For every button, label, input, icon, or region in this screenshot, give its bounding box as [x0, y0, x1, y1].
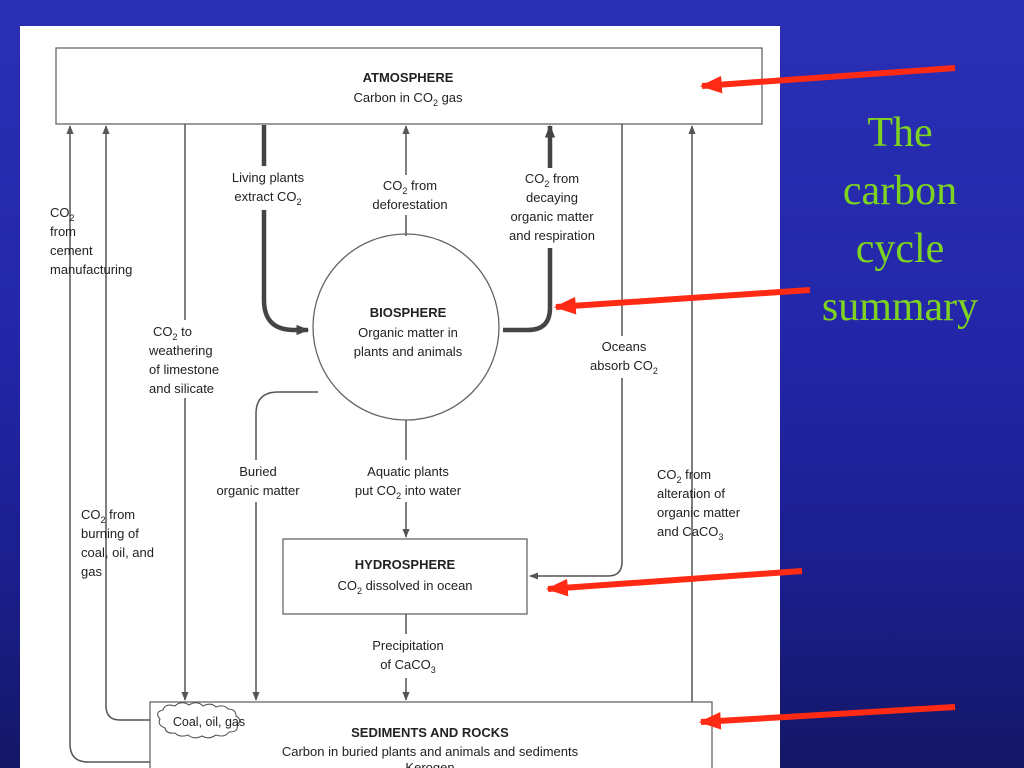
label-cement: CO2 from cement manufacturing — [50, 205, 132, 277]
hydrosphere-line: CO2 dissolved in ocean — [337, 578, 472, 596]
hydrosphere-text: HYDROSPHERE CO2 dissolved in ocean — [337, 557, 472, 596]
pointer-arrow-sediments — [698, 704, 956, 730]
hydrosphere-title: HYDROSPHERE — [355, 557, 456, 572]
svg-text:Living plants: Living plants — [232, 170, 305, 185]
svg-text:of CaCO3: of CaCO3 — [380, 657, 436, 675]
svg-text:manufacturing: manufacturing — [50, 262, 132, 277]
atmosphere-title: ATMOSPHERE — [363, 70, 454, 85]
title-line-1: The — [867, 110, 933, 156]
atmosphere-subtitle: Carbon in CO2 gas — [353, 90, 463, 108]
coal-cloud-label: Coal, oil, gas — [173, 715, 245, 729]
label-aquatic: Aquatic plants put CO2 into water — [355, 464, 462, 501]
svg-text:put CO2 into water: put CO2 into water — [355, 483, 462, 501]
svg-text:cement: cement — [50, 243, 93, 258]
label-alteration: CO2 from alteration of organic matter an… — [657, 467, 741, 542]
arrow-cement — [66, 125, 150, 763]
sediments-line2: Kerogen — [405, 760, 454, 768]
arrow-living-plants — [261, 125, 310, 336]
label-living-plants: Living plants extract CO2 — [232, 170, 305, 207]
label-oceans: Oceans absorb CO2 — [590, 339, 658, 376]
label-bg-living — [220, 166, 316, 210]
biosphere-text: BIOSPHERE Organic matter in plants and a… — [354, 305, 463, 359]
label-bg-deforest — [360, 175, 460, 215]
label-decaying: CO2 from decaying organic matter and res… — [509, 171, 595, 243]
sediments-title: SEDIMENTS AND ROCKS — [351, 725, 509, 740]
sediments-line1: Carbon in buried plants and animals and … — [282, 744, 579, 759]
label-deforestation: CO2 from deforestation — [372, 178, 447, 212]
label-bg-aquatic — [338, 460, 478, 502]
label-bg-weather — [144, 320, 236, 398]
svg-text:CO2 from: CO2 from — [525, 171, 579, 189]
svg-text:organic matter: organic matter — [216, 483, 300, 498]
svg-text:CO2 to: CO2 to — [153, 324, 192, 342]
title-line-3: cycle — [855, 226, 945, 272]
biosphere-line1: Organic matter in — [358, 325, 458, 340]
atmosphere-text: ATMOSPHERE Carbon in CO2 gas — [353, 70, 463, 108]
svg-text:CO2 from: CO2 from — [657, 467, 711, 485]
svg-text:coal, oil, and: coal, oil, and — [81, 545, 154, 560]
arrow-buried — [252, 391, 318, 701]
svg-text:CO2 from: CO2 from — [81, 507, 135, 525]
svg-text:organic matter: organic matter — [657, 505, 741, 520]
label-bg-precip — [360, 634, 454, 678]
svg-text:alteration of: alteration of — [657, 486, 725, 501]
svg-text:extract CO2: extract CO2 — [234, 189, 301, 207]
sediments-box — [149, 701, 713, 768]
svg-text:CO2: CO2 — [50, 205, 75, 223]
svg-text:deforestation: deforestation — [372, 197, 447, 212]
svg-text:from: from — [50, 224, 76, 239]
svg-text:Precipitation: Precipitation — [372, 638, 444, 653]
label-burning: CO2 from burning of coal, oil, and gas — [81, 507, 154, 579]
sediments-text: SEDIMENTS AND ROCKS Carbon in buried pla… — [173, 715, 579, 768]
label-bg-oceans — [580, 336, 670, 378]
biosphere-line2: plants and animals — [354, 344, 463, 359]
svg-text:weathering: weathering — [148, 343, 213, 358]
label-precipitation: Precipitation of CaCO3 — [372, 638, 444, 675]
svg-text:Buried: Buried — [239, 464, 277, 479]
title-line-2: carbon — [842, 168, 958, 214]
svg-text:of limestone: of limestone — [149, 362, 219, 377]
arrow-decay-respiration — [503, 124, 556, 333]
coal-cloud-shape — [157, 702, 241, 739]
arrow-oceans — [529, 124, 623, 580]
pointer-arrow-hydrosphere — [545, 568, 803, 597]
pointer-arrow-atmosphere — [699, 65, 956, 94]
hydrosphere-box — [282, 538, 528, 615]
svg-text:Aquatic plants: Aquatic plants — [367, 464, 449, 479]
svg-text:gas: gas — [81, 564, 102, 579]
atmosphere-box — [55, 47, 763, 125]
svg-text:and CaCO3: and CaCO3 — [657, 524, 723, 542]
biosphere-title: BIOSPHERE — [370, 305, 447, 320]
svg-text:decaying: decaying — [526, 190, 578, 205]
arrow-burning — [102, 125, 150, 721]
svg-text:burning of: burning of — [81, 526, 139, 541]
label-weathering: CO2 to weathering of limestone and silic… — [148, 324, 219, 396]
svg-text:organic matter: organic matter — [510, 209, 594, 224]
title-line-4: summary — [821, 284, 979, 330]
svg-text:CO2 from: CO2 from — [383, 178, 437, 196]
svg-text:and silicate: and silicate — [149, 381, 214, 396]
svg-text:absorb CO2: absorb CO2 — [590, 358, 658, 376]
label-bg-decay — [492, 168, 612, 248]
svg-text:Oceans: Oceans — [602, 339, 647, 354]
pointer-arrow-biosphere — [553, 287, 811, 315]
slide-title: The carbon cycle summary — [790, 104, 1010, 336]
label-bg-buried — [204, 460, 312, 502]
label-buried: Buried organic matter — [216, 464, 300, 498]
svg-text:and respiration: and respiration — [509, 228, 595, 243]
